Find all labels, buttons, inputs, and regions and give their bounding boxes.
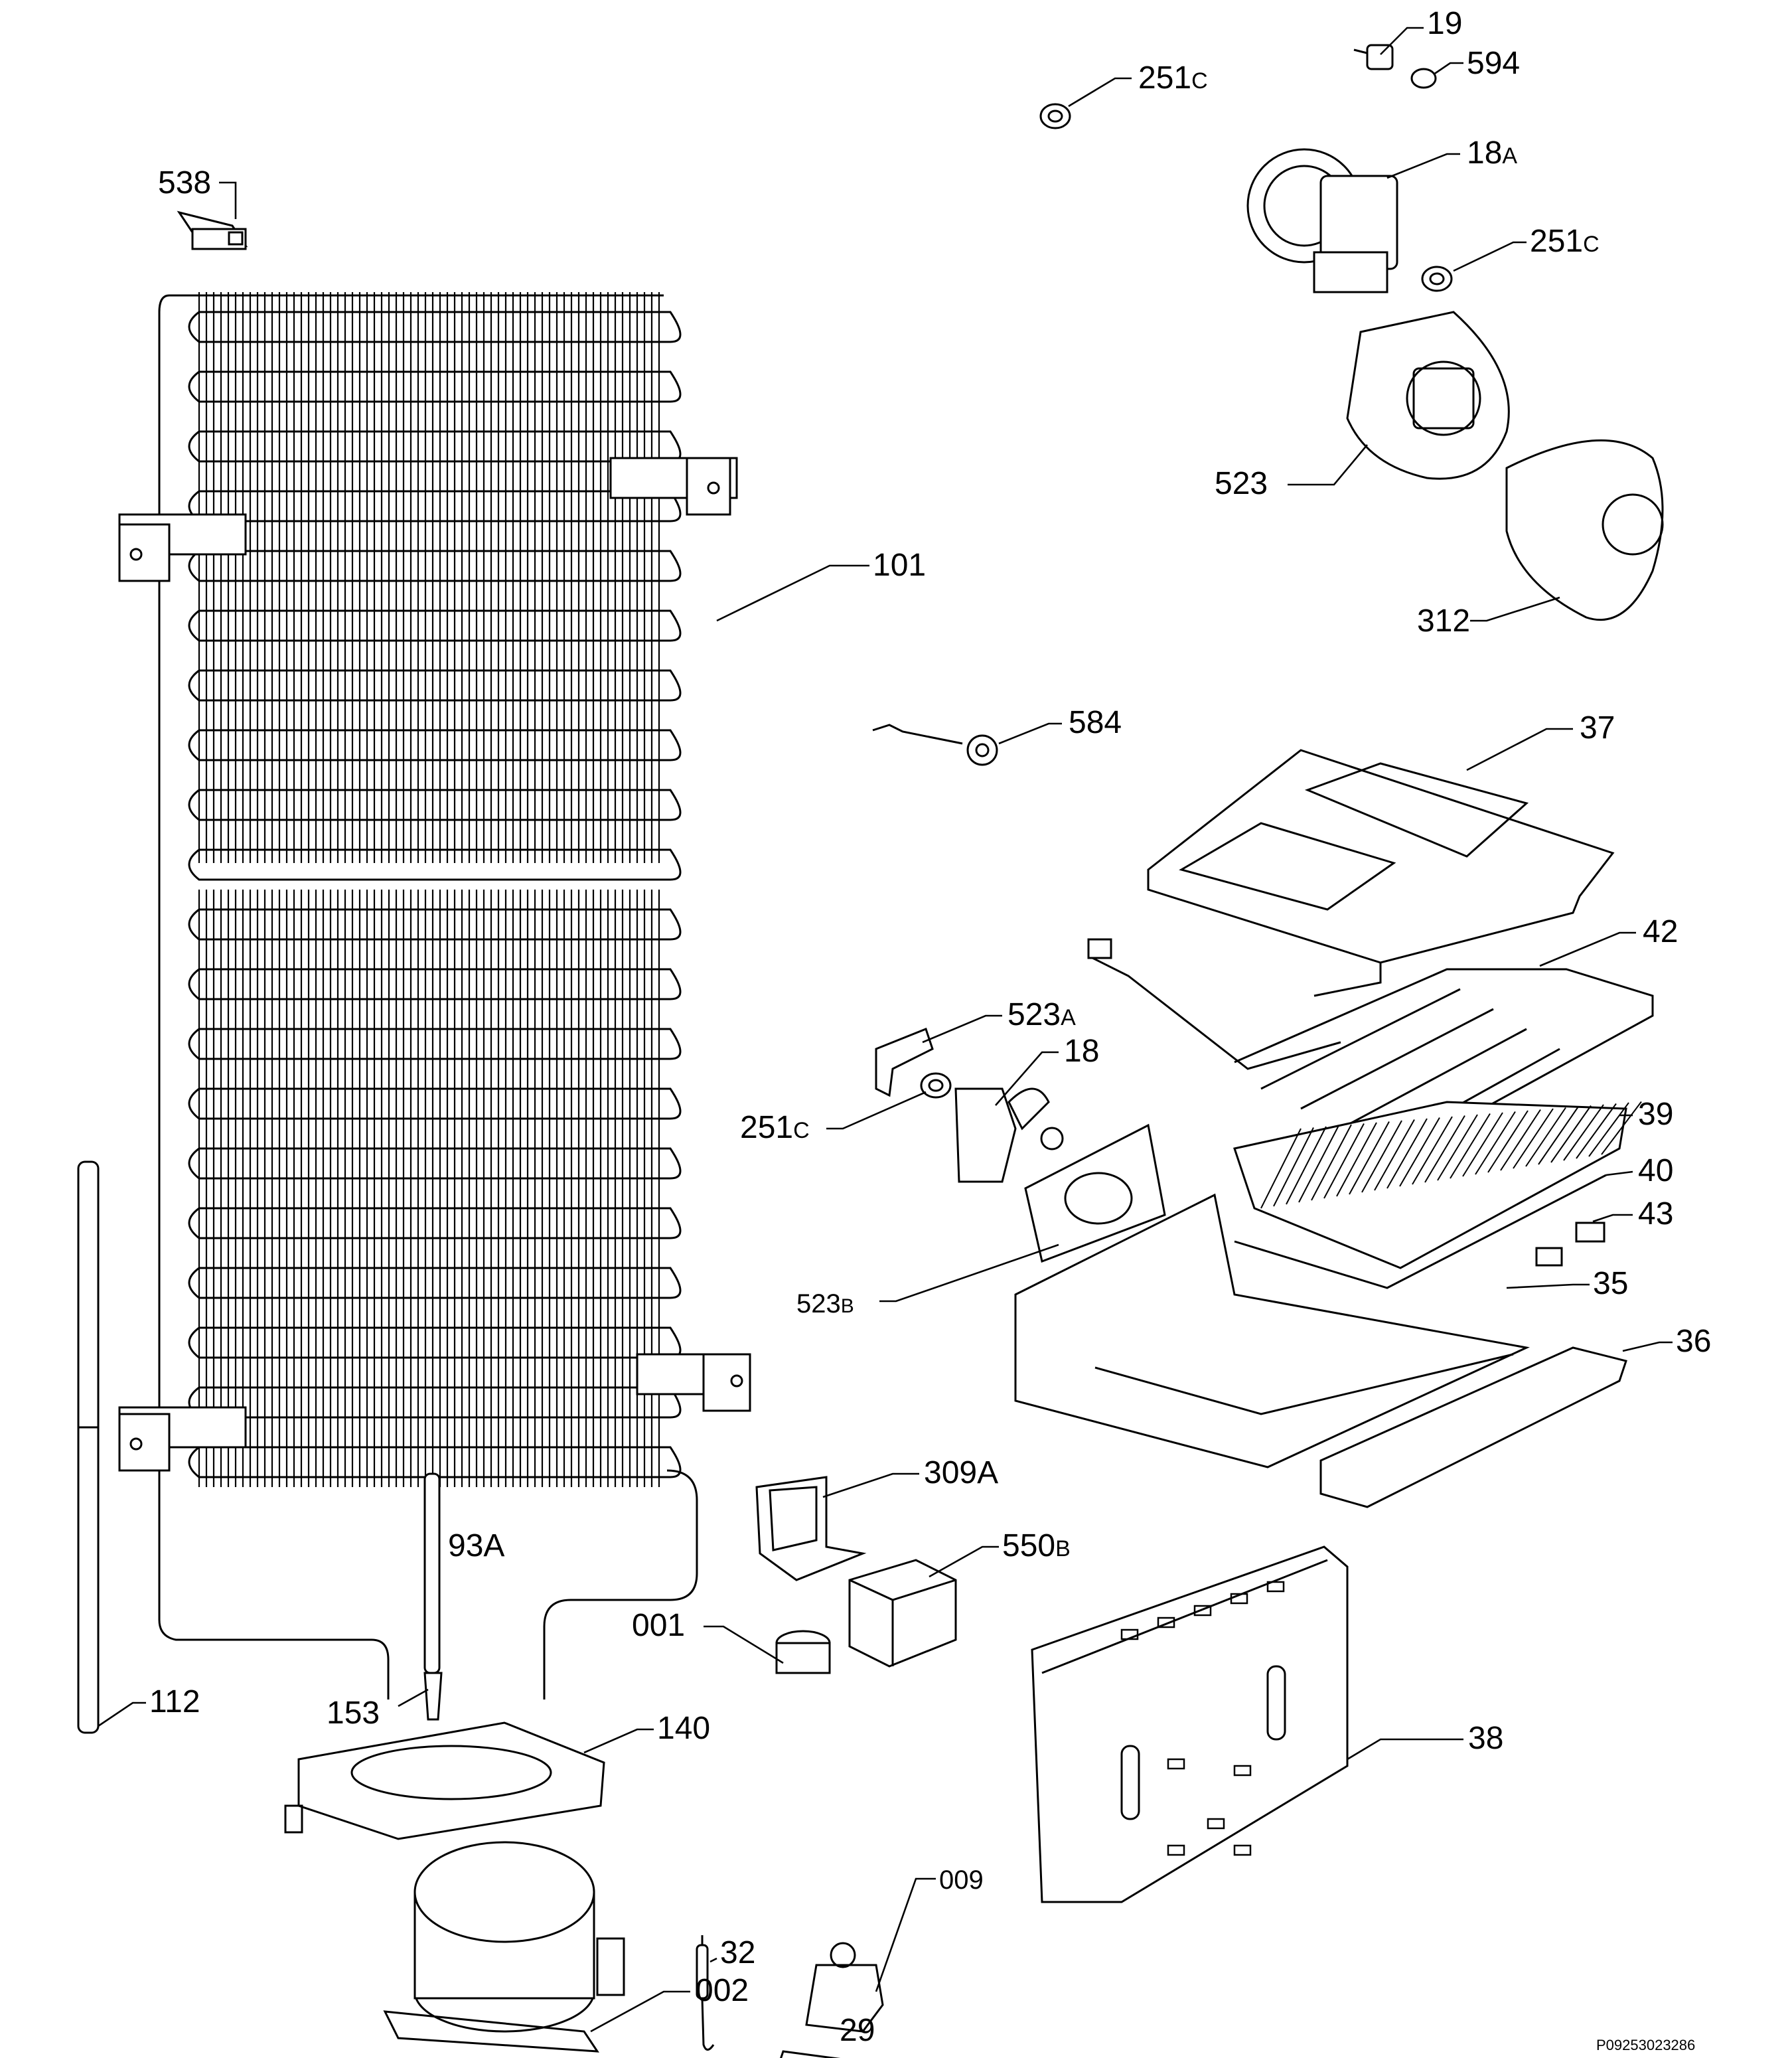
bracket-29 xyxy=(780,2050,841,2058)
callout-39: 39 xyxy=(1638,1097,1674,1132)
cover-plate-37 xyxy=(1147,749,1615,997)
lamp-holder-19 xyxy=(1353,44,1394,70)
clip-538 xyxy=(177,210,248,250)
callout-002: 002 xyxy=(696,1973,749,2008)
sensor-32 xyxy=(696,1935,715,2051)
box-550b xyxy=(848,1559,957,1668)
callout-18: 18 xyxy=(1064,1034,1100,1069)
callout-309a: 309A xyxy=(924,1455,999,1490)
heater-clips-43 xyxy=(1535,1222,1605,1267)
plate-523b xyxy=(1024,1123,1166,1263)
callout-584: 584 xyxy=(1069,705,1122,740)
callout-251c-top: 251C xyxy=(1138,60,1208,96)
callout-35: 35 xyxy=(1593,1266,1629,1301)
callout-43: 43 xyxy=(1638,1196,1674,1231)
callout-251c-mid: 251C xyxy=(1530,224,1600,259)
bracket-523a xyxy=(875,1028,934,1097)
fan-motor-18a xyxy=(1246,148,1398,293)
drain-tube-112 xyxy=(77,1160,100,1734)
callout-594: 594 xyxy=(1467,46,1521,81)
tube-93a xyxy=(423,1472,441,1674)
part-153 xyxy=(423,1672,443,1721)
callout-93a: 93A xyxy=(448,1528,505,1563)
grommet-251c-mid xyxy=(1421,266,1453,292)
callout-18a: 18A xyxy=(1467,135,1518,171)
condenser-tube-loops xyxy=(188,311,682,1478)
callout-29: 29 xyxy=(840,2013,875,2048)
callout-42: 42 xyxy=(1643,914,1679,949)
panel-38 xyxy=(1031,1545,1349,1903)
condenser-101 xyxy=(118,292,751,1700)
callout-312: 312 xyxy=(1417,603,1471,639)
callout-523a: 523A xyxy=(1008,997,1076,1032)
fan-housing-523 xyxy=(1346,311,1510,480)
callout-153: 153 xyxy=(327,1696,380,1731)
starter-009 xyxy=(805,1942,884,2033)
callout-251c-low: 251C xyxy=(740,1110,810,1145)
evaporator-fins xyxy=(1260,1101,1642,1209)
fan-motor-18 xyxy=(954,1087,1064,1183)
tray-plate-40 xyxy=(1234,1174,1607,1289)
callout-523: 523 xyxy=(1215,466,1268,501)
callout-37: 37 xyxy=(1580,710,1615,746)
grommet-594 xyxy=(1410,68,1437,89)
drain-channel-36 xyxy=(1319,1346,1627,1508)
callout-32: 32 xyxy=(720,1935,756,1970)
condenser-brackets xyxy=(118,457,751,1472)
evaporator-39 xyxy=(1233,1101,1642,1269)
compressor-tray-140 xyxy=(284,1721,605,1840)
evaporator-tray-35 xyxy=(1014,1193,1530,1468)
condenser-wires xyxy=(198,292,660,1487)
frame-309a xyxy=(755,1476,867,1581)
callout-009: 009 xyxy=(939,1865,984,1895)
callout-36: 36 xyxy=(1676,1324,1712,1359)
callout-101: 101 xyxy=(873,548,927,583)
callout-19: 19 xyxy=(1427,6,1463,41)
panel-slots xyxy=(1120,1581,1285,1856)
callout-538: 538 xyxy=(158,165,212,200)
compressor-002 xyxy=(383,1841,625,2053)
callout-38: 38 xyxy=(1468,1721,1504,1756)
callout-112: 112 xyxy=(149,1684,200,1719)
grommet-251c-top xyxy=(1039,103,1071,129)
callout-523b: 523B xyxy=(796,1289,854,1318)
probe-584 xyxy=(872,724,998,766)
drawing-code: P09253023286 xyxy=(1596,2037,1696,2053)
grommet-251c-low xyxy=(920,1072,952,1099)
leader-lines xyxy=(98,27,1673,2033)
callout-550b: 550B xyxy=(1002,1528,1071,1563)
callout-140: 140 xyxy=(657,1711,711,1746)
callout-001: 001 xyxy=(632,1608,686,1643)
relay-001 xyxy=(775,1630,831,1674)
fan-cover-312 xyxy=(1505,439,1664,621)
callout-40: 40 xyxy=(1638,1153,1674,1188)
